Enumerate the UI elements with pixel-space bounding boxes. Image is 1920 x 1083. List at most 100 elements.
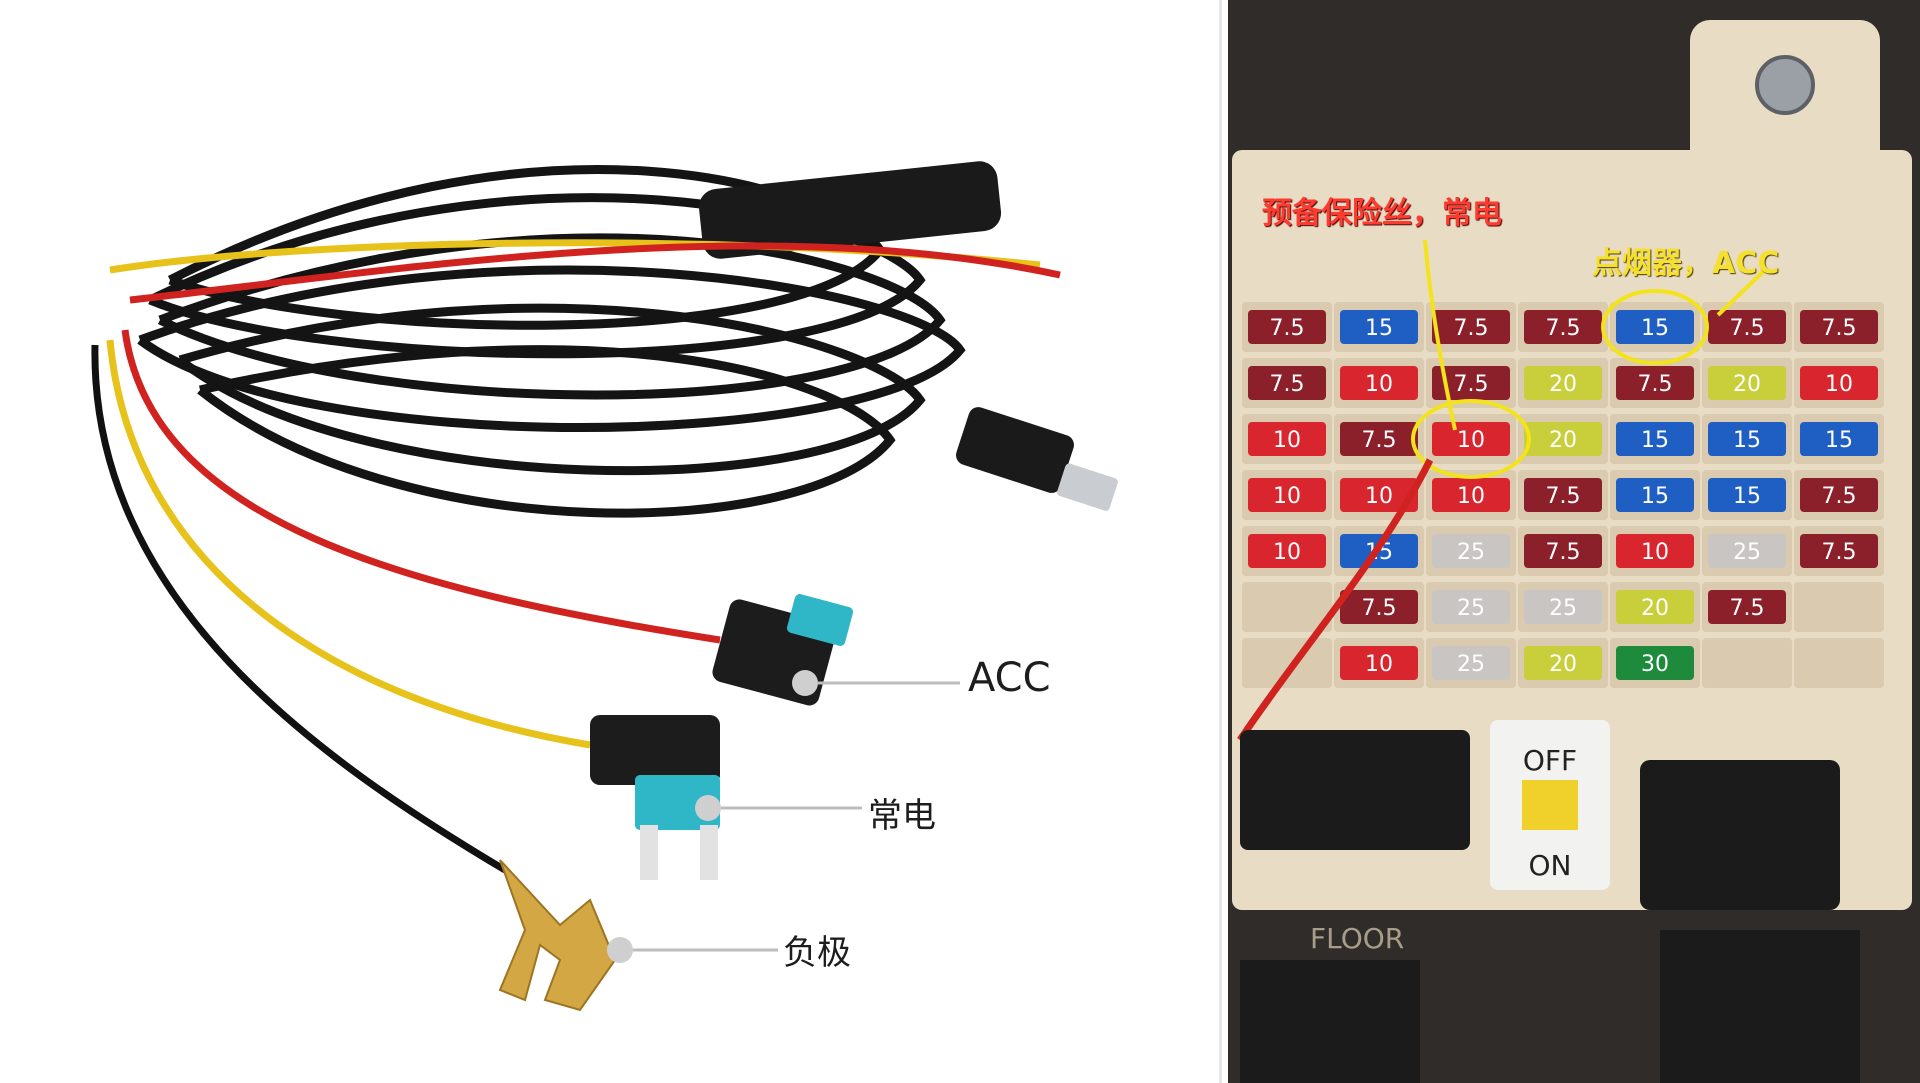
fuse-rating: 10: [1825, 372, 1853, 397]
panel-bracket: [1690, 20, 1880, 250]
fuse: 10: [1616, 534, 1694, 568]
fuse-body: [1432, 646, 1510, 680]
fuse: 7.5: [1708, 310, 1786, 344]
fuse-body: [1800, 422, 1878, 456]
fuse-body: [1248, 534, 1326, 568]
fuse-rating: 25: [1733, 540, 1761, 565]
cable-loop: [148, 193, 926, 359]
fuse-body: [1340, 646, 1418, 680]
acc-fuse: [786, 594, 854, 646]
connector-bottom-right: [1660, 930, 1860, 1083]
fuse: 15: [1340, 310, 1418, 344]
fuse: 30: [1616, 646, 1694, 680]
fuse: 15: [1616, 422, 1694, 456]
fuse: 15: [1708, 422, 1786, 456]
spare-fuse-highlight: [1411, 399, 1531, 479]
fuse-rating: 15: [1641, 484, 1669, 509]
fuse-rating: 15: [1733, 484, 1761, 509]
fuse-body: [1432, 310, 1510, 344]
fuse: 20: [1524, 422, 1602, 456]
fuse: 10: [1248, 478, 1326, 512]
connector-right: [1640, 760, 1840, 910]
cable-loop: [177, 303, 926, 476]
fuse: 7.5: [1432, 366, 1510, 400]
fuse-rating: 10: [1457, 484, 1485, 509]
spare-fuse-annotation: 预备保险丝，常电: [1262, 196, 1502, 231]
fuse-body: [1616, 366, 1694, 400]
fuse-body: [1524, 422, 1602, 456]
harness-illustration: [91, 161, 1118, 1012]
tap-wire: [1237, 458, 1434, 742]
fuse-prong: [640, 825, 658, 880]
acc-pointer-dot: [792, 670, 818, 696]
fuse-rating: 25: [1457, 596, 1485, 621]
fuse-prong: [700, 825, 718, 880]
fuse: 10: [1800, 366, 1878, 400]
fuse-body: [1340, 590, 1418, 624]
fuse: 10: [1432, 478, 1510, 512]
fuse: 10: [1340, 478, 1418, 512]
fuse: 7.5: [1616, 366, 1694, 400]
fuse: 7.5: [1248, 366, 1326, 400]
fuse-rating: 7.5: [1270, 372, 1305, 397]
fuse: 7.5: [1800, 478, 1878, 512]
fuse-rating: 30: [1641, 652, 1669, 677]
wiring-harness-photo: [1219, 0, 1222, 1083]
fuse-body: [1524, 310, 1602, 344]
fuse: 7.5: [1524, 310, 1602, 344]
fuse-rating: 7.5: [1546, 540, 1581, 565]
fuse-body: [1800, 478, 1878, 512]
fuse-rating: 10: [1273, 540, 1301, 565]
fuse: 10: [1248, 422, 1326, 456]
fuse-rating: 7.5: [1454, 372, 1489, 397]
fuse: 15: [1800, 422, 1878, 456]
fuse: 20: [1524, 646, 1602, 680]
fuse-rating: 7.5: [1546, 316, 1581, 341]
fuse-rating: 20: [1549, 428, 1577, 453]
fuse-body: [1524, 366, 1602, 400]
fuse: 7.5: [1708, 590, 1786, 624]
fuse: 15: [1616, 478, 1694, 512]
fuse-body: [1708, 366, 1786, 400]
fuse-rating: 7.5: [1362, 596, 1397, 621]
cigarette-lighter-annotation: 点烟器，ACC: [1592, 246, 1780, 281]
fuse-rating: 20: [1549, 372, 1577, 397]
fuse-body: [1340, 478, 1418, 512]
fuse-rating: 20: [1549, 652, 1577, 677]
fuse: 7.5: [1340, 590, 1418, 624]
fuse-rating: 7.5: [1454, 316, 1489, 341]
fuse-body: [1524, 534, 1602, 568]
fuse-body: [1616, 422, 1694, 456]
fuse-body: [1616, 646, 1694, 680]
fuse-rating: 7.5: [1822, 316, 1857, 341]
fuse-body: [1708, 590, 1786, 624]
fuse-rating: 15: [1641, 316, 1669, 341]
fuse: 10: [1248, 534, 1326, 568]
fuse-body: [1248, 478, 1326, 512]
fuse: 10: [1432, 422, 1510, 456]
usb-plug-body: [956, 407, 1074, 493]
fuse-rating: 10: [1365, 484, 1393, 509]
fuse-rating: 10: [1365, 372, 1393, 397]
fuse-rating: 7.5: [1730, 316, 1765, 341]
fuse-body: [1432, 590, 1510, 624]
switch-off-text: OFF: [1523, 744, 1577, 777]
fuse-rating: 15: [1733, 428, 1761, 453]
fuse: 7.5: [1248, 310, 1326, 344]
fuse: 20: [1616, 590, 1694, 624]
yellow-lead: [106, 339, 591, 749]
fuse-body: [1800, 534, 1878, 568]
fuse-body: [1432, 366, 1510, 400]
negative-label: 负极: [783, 933, 851, 973]
fuse: 7.5: [1524, 478, 1602, 512]
connector-bottom: [1240, 960, 1420, 1083]
fuse-rating: 10: [1365, 652, 1393, 677]
switch-on-text: ON: [1529, 849, 1572, 882]
cable-loop: [137, 265, 966, 432]
fuse-rating: 10: [1273, 428, 1301, 453]
fuse: 7.5: [1340, 422, 1418, 456]
fuse-rating: 25: [1457, 540, 1485, 565]
fuse-body: [1432, 478, 1510, 512]
ring-terminal: [498, 859, 617, 1012]
